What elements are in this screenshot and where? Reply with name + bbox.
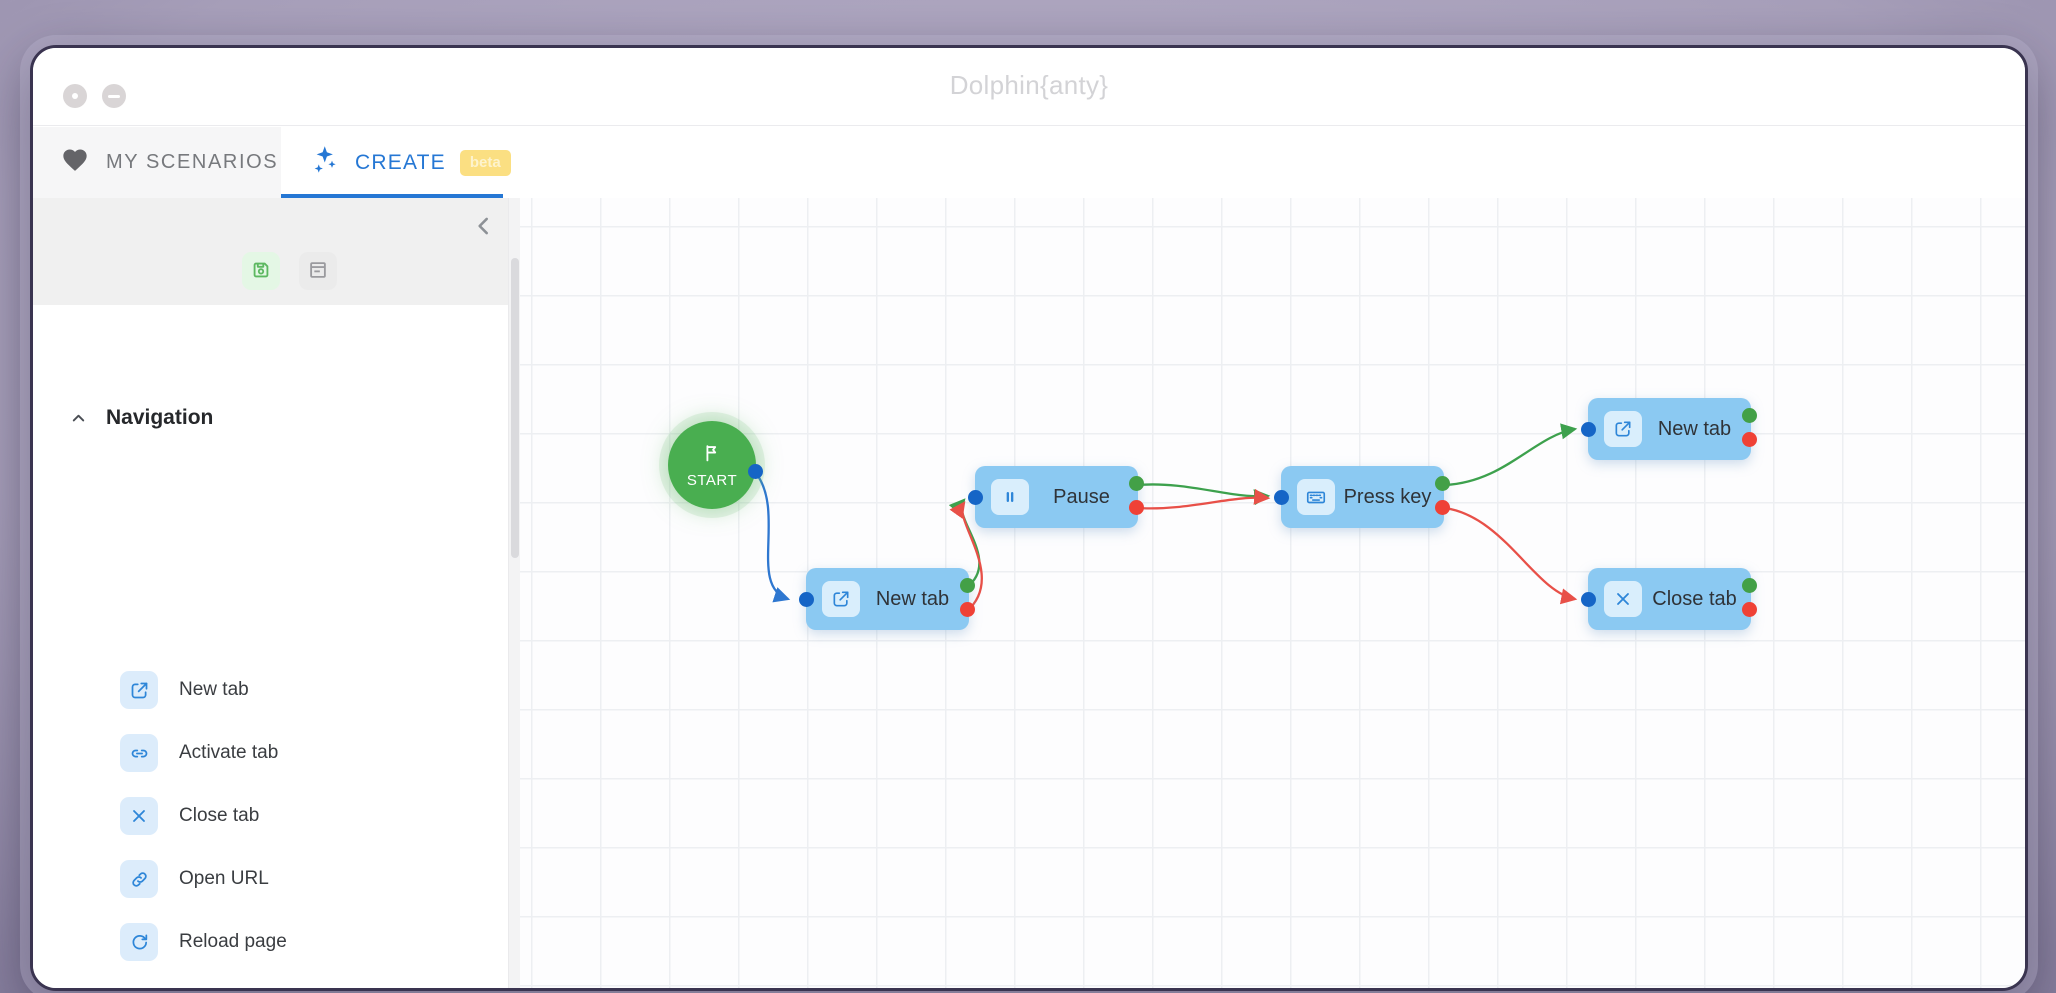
input-port[interactable] [1274,490,1289,505]
pause-icon [991,479,1029,515]
active-tab-underline [281,194,503,198]
sidebar-item-label: Reload page [179,931,287,952]
window-minimize-button[interactable] [102,84,126,108]
actions-sidebar: Navigation New tab Activate tab Close ta… [33,305,508,988]
sidebar-item-label: Activate tab [179,742,279,763]
save-scenario-button[interactable] [242,252,280,290]
beta-badge: beta [459,149,511,176]
report-button[interactable] [299,252,337,290]
reload-icon [120,923,158,961]
node-label: New tab [1657,417,1732,440]
url-link-icon [120,860,158,898]
input-port[interactable] [1581,592,1596,607]
node-pause[interactable]: Pause [968,466,1144,528]
flag-icon [701,442,723,469]
success-port[interactable] [1742,578,1757,593]
external-link-icon [1604,411,1642,447]
node-label: Pause [1053,485,1110,508]
tab-create[interactable]: CREATE beta [281,127,511,198]
section-header-navigation[interactable]: Navigation [33,401,508,435]
success-port[interactable] [960,578,975,593]
node-close-tab[interactable]: Close tab [1581,568,1757,630]
chevron-left-icon [471,217,497,242]
flow-canvas[interactable]: START New tab Pause [520,198,2025,988]
flow-edges [755,423,1578,612]
section-title: Navigation [106,406,214,429]
error-port[interactable] [1435,500,1450,515]
output-port[interactable] [748,464,763,479]
error-port[interactable] [1742,432,1757,447]
link-icon [120,734,158,772]
sidebar-item-new-tab[interactable]: New tab [33,668,508,712]
sidebar-toolbar [33,198,508,305]
success-port[interactable] [1129,476,1144,491]
keyboard-icon [1297,479,1335,515]
report-icon [307,259,329,284]
window-minus-icon [108,94,120,98]
node-start-label: START [686,471,738,489]
node-label: Close tab [1652,587,1737,610]
window-close-button[interactable] [63,84,87,108]
app-title: Dolphin{anty} [949,70,1109,100]
close-icon [120,797,158,835]
tab-create-label: CREATE [355,150,446,174]
node-label: Press key [1343,485,1432,508]
header-row: MY SCENARIOS CREATE beta [33,127,2025,276]
external-link-icon [120,671,158,709]
sidebar-item-label: Open URL [179,868,269,889]
success-port[interactable] [1435,476,1450,491]
input-port[interactable] [968,490,983,505]
error-port[interactable] [960,602,975,617]
error-port[interactable] [1742,602,1757,617]
sidebar-item-close-tab[interactable]: Close tab [33,794,508,838]
node-new-tab-1[interactable]: New tab [799,568,975,630]
sidebar-item-activate-tab[interactable]: Activate tab [33,731,508,775]
title-bar: Dolphin{anty} [33,48,2025,126]
node-start[interactable]: START [668,421,763,509]
sidebar-item-label: Close tab [179,805,260,826]
sidebar-scrollbar-thumb[interactable] [511,258,519,558]
error-port[interactable] [1129,500,1144,515]
input-port[interactable] [799,592,814,607]
sidebar-item-reload-page[interactable]: Reload page [33,920,508,964]
external-link-icon [822,581,860,617]
app-window: Dolphin{anty} MY SCENARIOS CREATE beta [30,45,2028,991]
success-port[interactable] [1742,408,1757,423]
tab-my-scenarios-label: MY SCENARIOS [106,151,279,173]
tab-my-scenarios[interactable]: MY SCENARIOS [33,127,281,198]
sidebar-scrollbar [508,198,520,988]
chevron-up-icon [72,414,85,421]
window-dot-icon [72,93,78,99]
node-label: New tab [875,587,950,610]
sidebar-item-open-url[interactable]: Open URL [33,857,508,901]
sparkles-icon [311,145,341,180]
node-press-key[interactable]: Press key [1274,466,1450,528]
sidebar-collapse-button[interactable] [469,212,499,242]
close-icon [1604,581,1642,617]
save-icon [250,259,272,284]
sidebar-item-label: New tab [179,679,249,700]
node-new-tab-2[interactable]: New tab [1581,398,1757,460]
input-port[interactable] [1581,422,1596,437]
heart-icon [61,146,89,179]
